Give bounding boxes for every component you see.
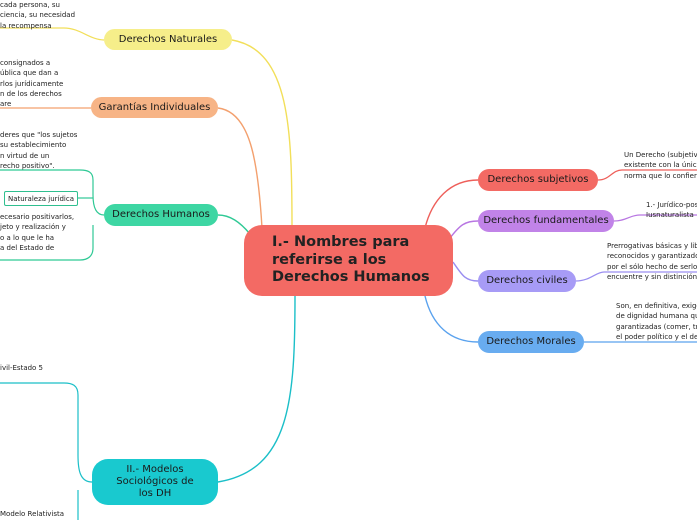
- note-humanos-top: deres que "los sujetos su establecimient…: [0, 130, 77, 171]
- note-garantias: consignados a ública que dan a rlos jurí…: [0, 58, 63, 109]
- note-line: Son, en definitiva, exige: [616, 302, 697, 310]
- note-line: ivil-Estado 5: [0, 364, 44, 372]
- note-line: 1.- Jurídico-pos: [646, 201, 697, 209]
- note-line: reconocidos y garantizado: [607, 252, 697, 261]
- subtopic-naturaleza-juridica[interactable]: Naturaleza jurídica: [4, 191, 78, 206]
- modelos-bracket: [0, 382, 93, 483]
- topic-label: Derechos fundamentales: [483, 215, 609, 227]
- subtopic-label: Naturaleza jurídica: [7, 194, 75, 203]
- topic-derechos-morales[interactable]: Derechos Morales: [478, 331, 584, 353]
- note-line: Modelo Relativista: [0, 510, 65, 518]
- note-line: n de los derechos: [0, 89, 62, 98]
- note-line: existente con la única: [624, 161, 697, 170]
- note-line: ública que dan a: [0, 69, 59, 78]
- topic-garantias-individuales[interactable]: Garantías Individuales: [91, 97, 218, 118]
- note-fundamentales: 1.- Jurídico-pos Iusnaturalista: [646, 200, 697, 221]
- note-subjetivos: Un Derecho (subjetivo) existente con la …: [624, 150, 697, 181]
- note-line: Iusnaturalista: [646, 211, 694, 220]
- topic-label: Derechos Naturales: [118, 33, 218, 45]
- note-line: por el sólo hecho de serlo.: [607, 262, 697, 271]
- topic-derechos-humanos[interactable]: Derechos Humanos: [104, 204, 218, 226]
- note-modelos-bottom: Modelo Relativista: [0, 509, 64, 519]
- note-line: la recompensa: [0, 21, 52, 30]
- link-modelos: [217, 295, 296, 483]
- link-civiles: [452, 261, 479, 282]
- topic-derechos-subjetivos[interactable]: Derechos subjetivos: [478, 169, 598, 191]
- note-line: Un Derecho (subjetivo): [624, 151, 697, 159]
- note-line: su establecimiento: [0, 141, 67, 150]
- note-line: rlos jurídicamente: [0, 79, 64, 88]
- note-line: norma que lo confiere: [624, 171, 697, 180]
- topic-derechos-fundamentales[interactable]: Derechos fundamentales: [478, 210, 614, 232]
- note-line: encuentre y sin distinción d: [607, 272, 697, 281]
- note-line: jeto y realización y: [0, 223, 66, 232]
- note-line: ecesario positivarlos,: [0, 213, 75, 221]
- topic-modelos-sociologicos[interactable]: II.- Modelos Sociológicos de los DH: [92, 459, 218, 505]
- note-line: n virtud de un: [0, 151, 50, 160]
- note-line: el poder político y el der: [616, 332, 697, 341]
- topic-label: Garantías Individuales: [98, 101, 211, 113]
- link-garantias: [217, 107, 263, 229]
- note-naturales: cada persona, su ciencia, su necesidad l…: [0, 0, 75, 31]
- note-modelos-top: ivil-Estado 5: [0, 363, 43, 373]
- note-civiles: Prerrogativas básicas y lib reconocidos …: [607, 241, 697, 282]
- note-line: o a lo que le ha: [0, 233, 55, 242]
- note-line: cada persona, su: [0, 1, 60, 9]
- central-topic-label: I.- Nombres para referirse a los Derecho…: [272, 234, 430, 286]
- link-humanos: [217, 214, 251, 235]
- topic-label: II.- Modelos Sociológicos de los DH: [116, 464, 194, 499]
- topic-derechos-naturales[interactable]: Derechos Naturales: [104, 29, 232, 50]
- topic-label: Derechos civiles: [486, 275, 568, 287]
- link-fundamentales: [449, 220, 479, 239]
- link-morales: [424, 295, 479, 343]
- topic-label: Derechos subjetivos: [487, 174, 589, 186]
- note-line: Prerrogativas básicas y lib: [607, 242, 697, 250]
- note-line: a del Estado de: [0, 243, 55, 252]
- note-line: ciencia, su necesidad: [0, 11, 76, 20]
- link-subjetivos: [424, 179, 479, 229]
- central-topic[interactable]: I.- Nombres para referirse a los Derecho…: [244, 225, 453, 296]
- note-line: garantizadas (comer, tr: [616, 322, 697, 331]
- note-line: de dignidad humana que: [616, 312, 697, 321]
- link-naturales: [231, 39, 293, 229]
- topic-label: Derechos Humanos: [112, 209, 210, 221]
- note-line: deres que "los sujetos: [0, 131, 78, 139]
- note-line: recho positivo".: [0, 161, 55, 170]
- note-morales: Son, en definitiva, exige de dignidad hu…: [616, 301, 697, 342]
- note-humanos-bottom: ecesario positivarlos, jeto y realizació…: [0, 212, 74, 253]
- topic-derechos-civiles[interactable]: Derechos civiles: [478, 270, 576, 292]
- topic-label: Derechos Morales: [486, 336, 576, 348]
- note-line: consignados a: [0, 59, 51, 67]
- note-line: are: [0, 100, 12, 109]
